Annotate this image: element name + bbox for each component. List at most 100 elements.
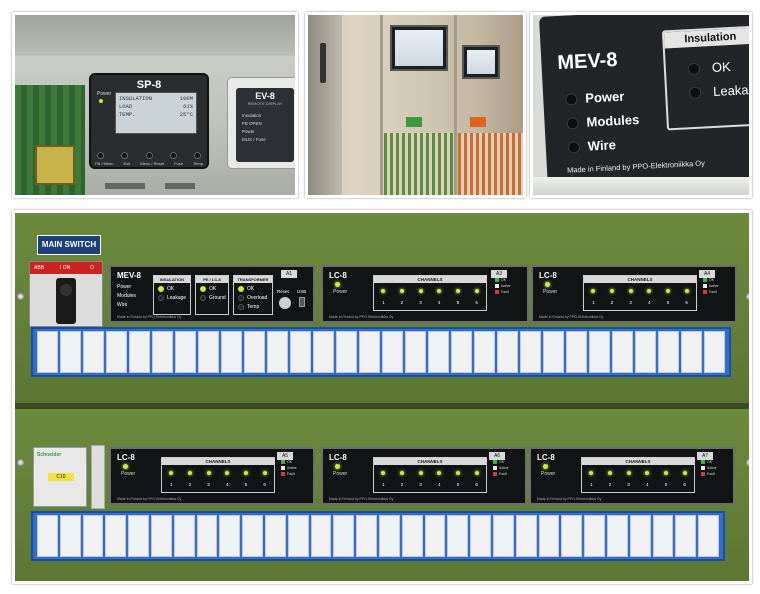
channel-number: 5 [664,482,668,487]
power-led [123,464,128,469]
channel-number: 6 [683,482,686,487]
led-label: Power [584,88,625,106]
label-strip-upper [31,327,731,377]
sp8-button[interactable] [169,152,177,159]
switch-off-label: O [90,265,94,271]
led-label: Modules [117,293,136,299]
channel-number: 2 [608,482,612,487]
channels-header: CHANNELS [374,276,486,283]
channel-number: 1 [382,300,385,305]
status-label: OK [499,460,505,464]
breaker-brand: Schneider [37,452,62,458]
power-led [335,282,340,287]
channel-led [607,471,612,475]
channels-header: CHANNELS [374,458,486,465]
main-switch[interactable]: ABB I ON O [29,261,103,327]
channel-number: 3 [207,482,210,487]
sp8-power-label: Power [97,91,112,97]
channel-number: 6 [475,300,478,305]
power-label: Power [333,289,348,295]
channel-number: 1 [592,300,595,305]
made-in-label: Made in Finland by PPO-Elektroniikka Oy [329,497,394,501]
channel-number: 4 [438,300,441,305]
wall-display [462,45,500,79]
channel-led [381,289,386,293]
led-label: OK [158,285,190,294]
module-name: MEV-8 [117,271,142,280]
channel-led [243,471,248,475]
channel-number: 1 [590,482,593,487]
cable [105,183,145,189]
made-in-label: Made in Finland by PPO-Elektroniikka Oy [566,158,706,175]
channel-led [589,471,594,475]
sp8-button-label: Fuse [174,161,184,166]
channel-leds [374,471,486,475]
sp8-button[interactable] [121,152,129,159]
photo-mev8: MEV-8 Power Modules Wire Insulation OK L… [530,12,752,198]
channel-number: 4 [226,482,229,487]
usb-port[interactable] [299,297,305,307]
channel-led [399,289,404,293]
usb-label: USB [297,289,307,294]
reset-label: Reset [277,289,289,294]
module-name: LC-8 [537,453,555,462]
power-led [543,464,548,469]
sp8-button[interactable] [145,152,153,159]
status-label: Active [709,284,719,288]
channel-led [682,471,687,475]
sp8-buttons [97,152,201,159]
cabinet-seam [380,15,383,195]
led-label: Modules [586,111,640,130]
insulation-box: Insulation OK Leakage [661,25,749,131]
module-name: LC-8 [117,453,135,462]
channel-number: 2 [400,482,404,487]
power-led [335,464,340,469]
sp8-button-labels: FB / Menu Exit Menu / Reset Fuse Temp [95,161,203,166]
photo-cabinet [305,12,526,198]
sp8-power-led [99,99,103,103]
lcd-value: 61% [183,103,193,110]
made-in-label: Made in Finland by PPO-Elektroniikka Oy [329,315,394,319]
lcd-label: TEMP. [119,111,136,118]
module-address: A5 [277,452,293,460]
section-header: PE / LC-8 [196,276,228,283]
sp8-button[interactable] [194,152,201,159]
channel-leds [374,289,486,293]
main-switch-header: ABB I ON O [30,262,102,274]
sp8-button-label: Temp [193,161,203,166]
ev8-device: EV-8 REMOTE DISPLAY Insulation FB OPEN P… [227,77,295,169]
ev8-title: EV-8 [255,91,275,101]
modules-led [566,117,579,130]
power-label: Power [543,289,558,295]
ev8-subtitle: REMOTE DISPLAY [247,101,283,106]
channel-number: 6 [475,482,478,487]
sp8-button[interactable] [97,152,104,159]
breaker-handle[interactable] [91,445,105,509]
led-label: Wire [117,302,128,308]
photo-control-panel: MAIN SWITCH ABB I ON O MEV-8 Power Modul… [12,210,752,584]
status-label: Active [499,466,509,470]
channel-led [455,471,460,475]
status-label: OK [287,460,293,464]
channels-header: CHANNELS [162,458,274,465]
switch-knob[interactable] [56,278,76,324]
circuit-breaker[interactable]: Schneider C10 [33,447,87,507]
channel-number: 5 [244,482,248,487]
mev-main-leds: Power Modules Wire [117,283,136,310]
channel-led [225,471,230,475]
breaker-rating: C10 [48,473,74,481]
reset-button[interactable] [279,297,291,309]
